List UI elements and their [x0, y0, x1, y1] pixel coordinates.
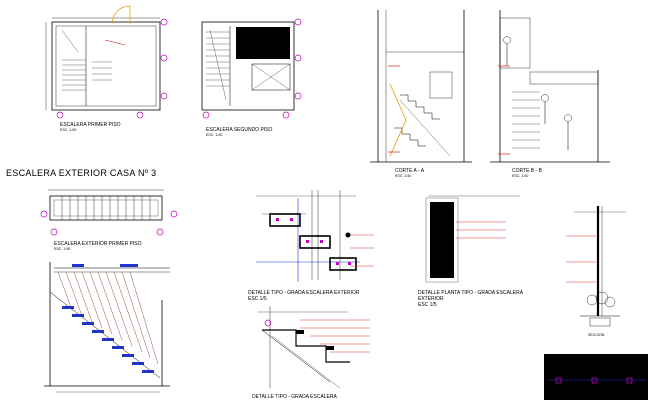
plan2-scale: ESC. 1:50: [206, 133, 222, 137]
plan-stair-second-floor: ESCALERA SEGUNDO PISO ESC. 1:50: [201, 18, 302, 137]
plan1-title: ESCALERA PRIMER PISO: [60, 122, 121, 128]
detail-exterior-step: DETALLE TIPO - GRADA ESCALERA EXTERIOR E…: [248, 190, 374, 302]
elevation-exterior-stair: [44, 262, 170, 393]
detail-step-section: DETALLE TIPO - GRADA ESCALERA: [252, 306, 370, 400]
exterior-plan-title: ESCALERA EXTERIOR PRIMER PISO: [54, 241, 142, 247]
detail-plan-title: DETALLE PLANTA TIPO - GRADA ESCALERA: [418, 290, 524, 296]
section-a-a: CORTE A - A ESC. 1:50: [370, 10, 472, 178]
section-a-scale: ESC. 1:50: [395, 174, 411, 178]
plan-stair-first-floor: ESCALERA PRIMER PISO ESC. 1:50: [45, 5, 168, 132]
section-b-scale: ESC. 1:50: [512, 174, 528, 178]
detail-plan-step: DETALLE PLANTA TIPO - GRADA ESCALERA EXT…: [418, 195, 524, 308]
exterior-plan-scale: ESC. 1:50: [54, 247, 70, 251]
section-a-title: CORTE A - A: [395, 168, 425, 174]
section-b-b: CORTE B - B ESC. 1:50: [490, 10, 610, 178]
detail-plan-title-2: EXTERIOR: [418, 296, 444, 302]
detail-exterior-title: DETALLE TIPO - GRADA ESCALERA EXTERIOR: [248, 290, 360, 296]
section-b-title: CORTE B - B: [512, 168, 543, 174]
detail-dark-panel: [544, 354, 648, 400]
detail-plan-scale: ESC 1/5: [418, 302, 437, 308]
plan1-scale: ESC. 1:50: [60, 128, 76, 132]
detail-step-title: DETALLE TIPO - GRADA ESCALERA: [252, 394, 338, 400]
section-wall-detail: SECCION: [566, 206, 626, 337]
plan-exterior-stair-first-floor: ESCALERA EXTERIOR PRIMER PISO ESC. 1:50: [40, 189, 178, 251]
detail-exterior-scale: ESC 1/5: [248, 296, 267, 302]
section-wall-title: SECCION: [588, 333, 605, 337]
plan2-title: ESCALERA SEGUNDO PISO: [206, 127, 273, 133]
section-title: ESCALERA EXTERIOR CASA Nº 3: [6, 168, 156, 178]
